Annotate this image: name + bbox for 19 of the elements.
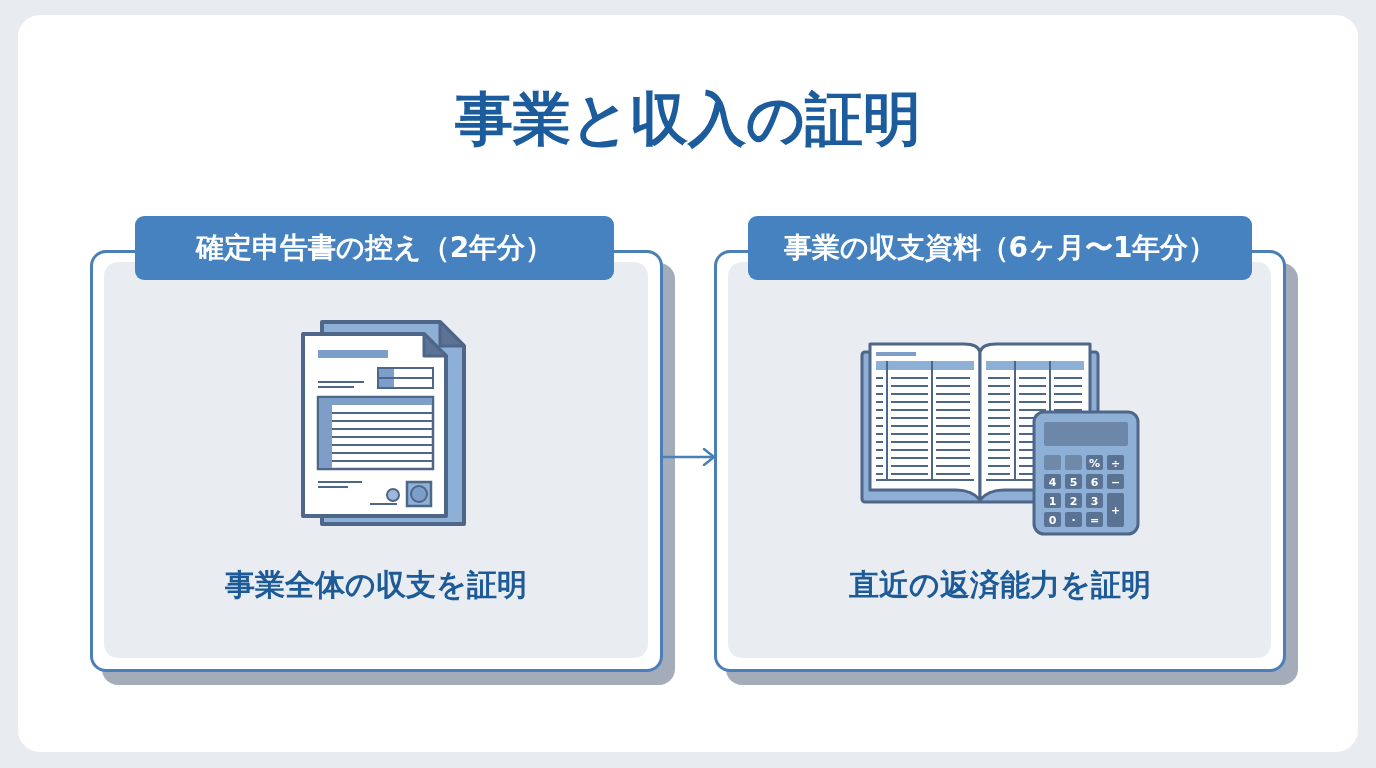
header-tab: 確定申告書の控え（2年分） [135, 216, 614, 280]
calculator-key: · [1065, 512, 1082, 527]
calculator-key: 0 [1044, 512, 1061, 527]
calculator-key: 3 [1086, 493, 1103, 508]
calculator-key: ÷ [1107, 455, 1124, 470]
caption-text: 事業全体の収支を証明 [225, 567, 527, 603]
calculator-key: % [1086, 455, 1103, 470]
header-tab: 事業の収支資料（6ヶ月〜1年分） [748, 216, 1252, 280]
calculator-key: 4 [1044, 474, 1061, 489]
calculator-key: 6 [1086, 474, 1103, 489]
calculator-key: 5 [1065, 474, 1082, 489]
calculator-key: = [1086, 512, 1103, 527]
title: 事業と収入の証明 [455, 84, 921, 154]
calculator-key: 1 [1044, 493, 1061, 508]
arrow [663, 447, 716, 467]
caption-text: 直近の返済能力を証明 [848, 567, 1151, 603]
calculator-key: − [1107, 474, 1124, 489]
calculator-key: 2 [1065, 493, 1082, 508]
calculator-key: + [1107, 493, 1124, 527]
